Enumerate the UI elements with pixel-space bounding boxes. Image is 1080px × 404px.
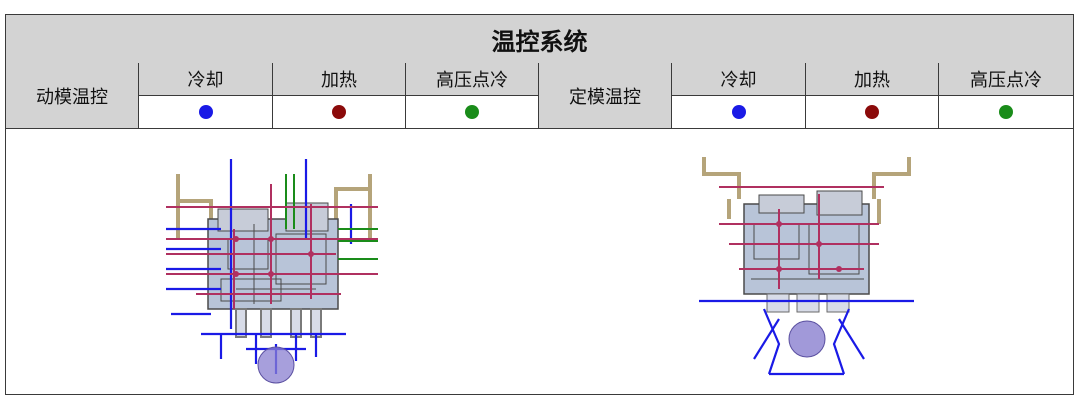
moving-mold-diagram (6, 129, 540, 394)
fixed-col-cooling-label: 冷却 (672, 63, 806, 96)
fixed-mold-diagram (539, 129, 1073, 394)
moving-cooling-swatch-cell (139, 96, 273, 129)
moving-col-heating-label: 加热 (273, 63, 406, 96)
hp-cooling-color-dot (465, 105, 479, 119)
moving-hp-cooling-swatch-cell (406, 96, 539, 129)
moving-mold-label: 动模温控 (6, 63, 139, 129)
cooling-color-dot (198, 105, 213, 119)
table-title: 温控系统 (6, 15, 1073, 64)
moving-col-cooling-label: 冷却 (139, 63, 273, 96)
hp-cooling-color-dot (999, 105, 1013, 119)
heating-color-dot (865, 105, 879, 119)
cooling-color-dot (731, 105, 746, 119)
heating-color-dot (332, 105, 346, 119)
fixed-hp-cooling-swatch-cell (939, 96, 1073, 129)
fixed-col-hp-cooling-label: 高压点冷 (939, 63, 1073, 96)
fixed-heating-swatch-cell (806, 96, 939, 129)
fixed-mold-label: 定模温控 (539, 63, 672, 129)
fixed-col-heating-label: 加热 (806, 63, 939, 96)
moving-col-hp-cooling-label: 高压点冷 (406, 63, 539, 96)
moving-heating-swatch-cell (273, 96, 406, 129)
fixed-cooling-swatch-cell (672, 96, 806, 129)
temperature-control-table: 温控系统 动模温控 冷却 加热 高压点冷 定模温控 冷却 加热 高压点冷 (5, 14, 1074, 395)
